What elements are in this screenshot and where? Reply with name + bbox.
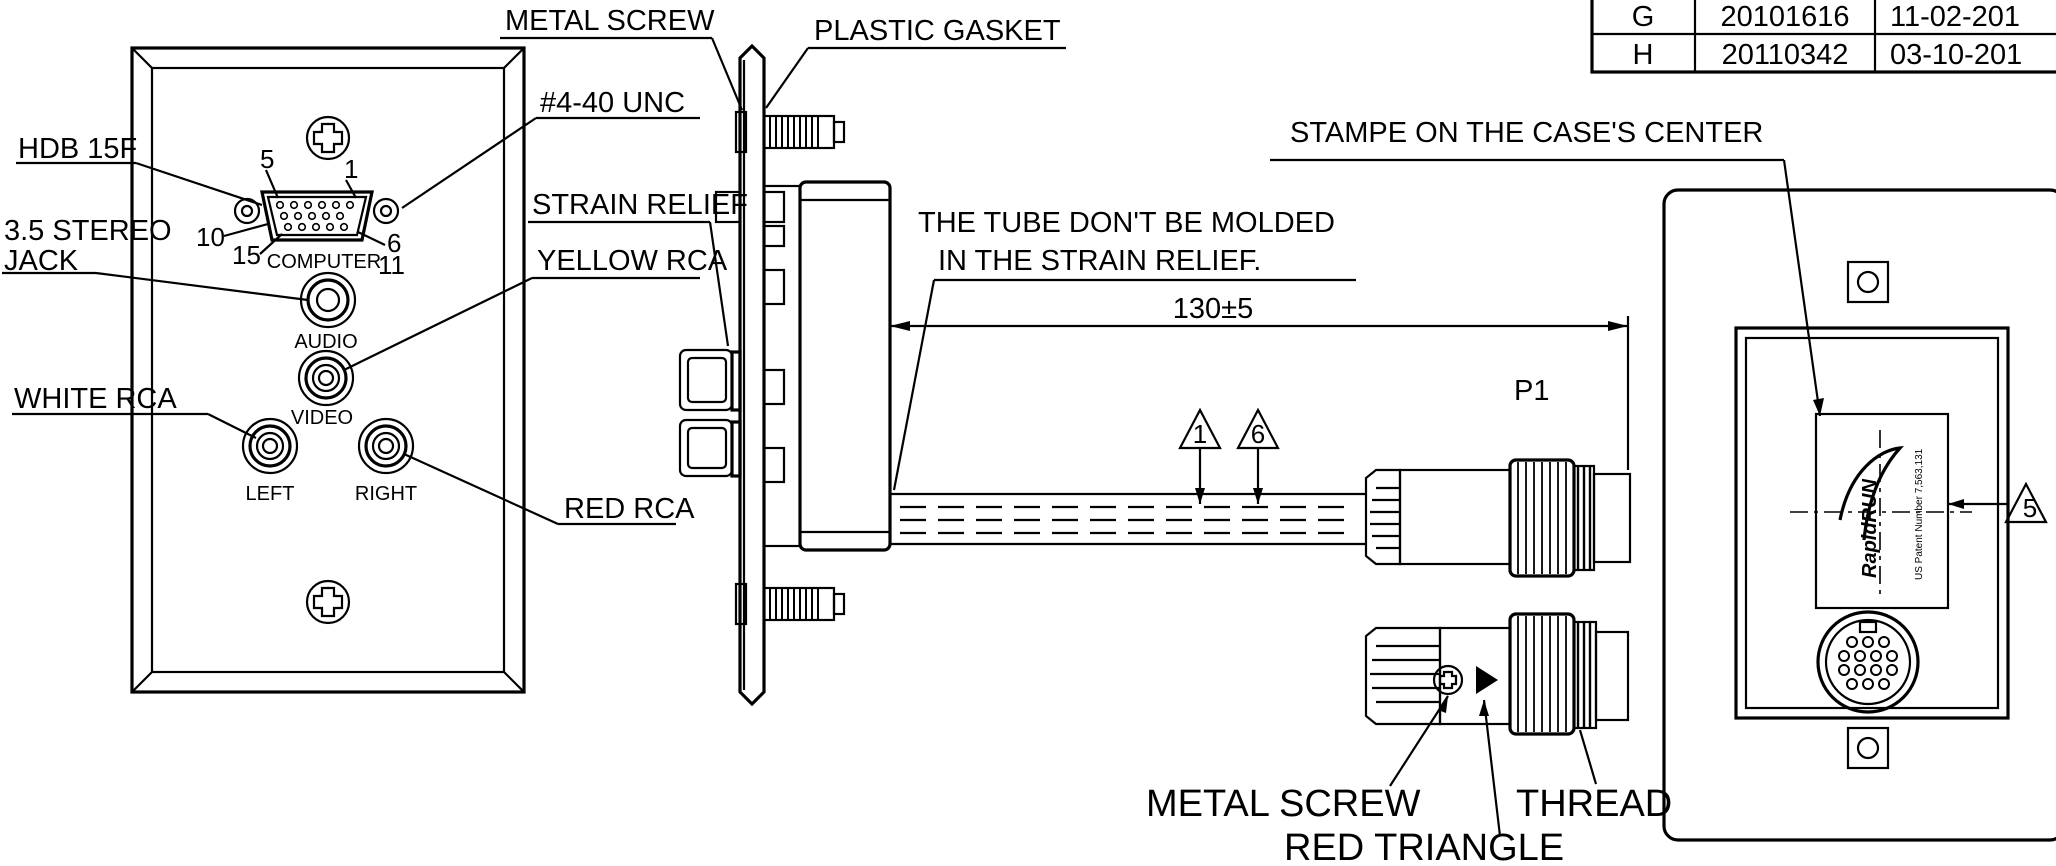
plate-screw-bottom-icon: [305, 579, 351, 625]
stereo-jack-label-2: JACK: [4, 245, 79, 277]
rev-row-2-ecn: 20110342: [1722, 39, 1849, 71]
computer-label: COMPUTER: [267, 251, 381, 273]
p1-label: P1: [1514, 375, 1549, 407]
case-view: RapidRUN US Patent Number 7,563,131: [1662, 188, 2056, 842]
pin-10-label: 10: [196, 222, 225, 252]
pin-1-label: 1: [344, 154, 358, 184]
plate-screw-top-icon: [305, 115, 351, 161]
stamp-label: STAMPE ON THE CASE'S CENTER: [1290, 117, 1763, 149]
right-label: RIGHT: [355, 483, 417, 505]
connector-bottom: [1364, 612, 1630, 736]
audio-jack-icon: [299, 271, 357, 329]
left-rca-icon: [241, 417, 299, 475]
revision-table: G 20101616 11-02-201 H 20110342 03-10-20…: [1590, 0, 2056, 74]
pin-15-label: 15: [232, 240, 261, 270]
right-rca-icon: [357, 417, 415, 475]
pin-11-label: 11: [378, 250, 405, 280]
dimension-130: 130±5: [890, 293, 1630, 470]
red-rca-label: RED RCA: [564, 493, 695, 525]
wall-plate-callouts: HDB 15F 3.5 STEREO JACK WHITE RCA #4-40 …: [2, 87, 728, 526]
unc-label: #4-40 UNC: [540, 87, 685, 119]
metal-screw-top-label: METAL SCREW: [505, 5, 715, 37]
patent-text: US Patent Number 7,563,131: [1914, 448, 1925, 580]
metal-screw-bottom-label: METAL SCREW: [1146, 783, 1421, 825]
rev-row-2-rev: H: [1633, 39, 1654, 71]
tube-note-line-2: IN THE STRAIN RELIEF.: [938, 245, 1261, 277]
vga-port-icon: [233, 190, 400, 242]
rev-row-2-date: 03-10-201: [1890, 39, 2022, 71]
note-marker-6: 6: [1236, 407, 1280, 504]
dimension-label: 130±5: [1173, 293, 1253, 325]
video-rca-icon: [297, 349, 355, 407]
pin-6-label: 6: [387, 228, 401, 258]
rev-row-1-ecn: 20101616: [1720, 1, 1849, 33]
logo-text: RapidRUN: [1859, 479, 1881, 578]
pin-5-label: 5: [260, 144, 274, 174]
note-marker-5-label: 5: [2023, 493, 2037, 523]
yellow-rca-label: YELLOW RCA: [537, 245, 728, 277]
audio-label: AUDIO: [294, 331, 357, 353]
note-marker-5: 5: [1948, 481, 2048, 524]
note-marker-6-label: 6: [1251, 419, 1265, 449]
red-triangle-label: RED TRIANGLE: [1284, 827, 1564, 866]
video-label: VIDEO: [291, 407, 353, 429]
tube-note-line-1: THE TUBE DON'T BE MOLDED: [918, 207, 1335, 239]
plastic-gasket-label: PLASTIC GASKET: [814, 15, 1061, 47]
stereo-jack-label-1: 3.5 STEREO: [4, 215, 172, 247]
red-triangle-icon: [1476, 666, 1498, 694]
note-marker-1: 1: [1178, 407, 1222, 504]
thread-label: THREAD: [1516, 783, 1672, 825]
metal-screw-icon: [1432, 664, 1464, 696]
rev-row-1-date: 11-02-201: [1890, 1, 2020, 33]
left-label: LEFT: [246, 483, 295, 505]
rev-row-1-rev: G: [1632, 1, 1655, 33]
strain-relief-label: STRAIN RELIEF: [532, 189, 748, 221]
connector-top: [1364, 458, 1632, 578]
note-marker-1-label: 1: [1193, 419, 1207, 449]
wall-plate-front: 5 1 10 15 6 11 COMPUTER AUDIO VIDEO: [130, 46, 526, 694]
side-view: [678, 43, 1366, 707]
white-rca-label: WHITE RCA: [14, 383, 177, 415]
hdb-15f-label: HDB 15F: [18, 133, 137, 165]
